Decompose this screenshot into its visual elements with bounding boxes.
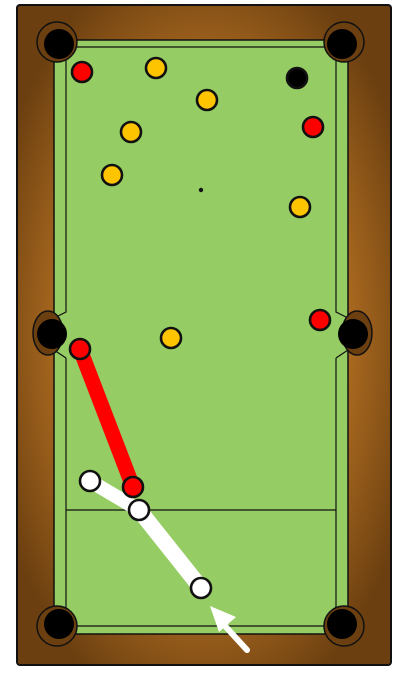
pocket-bottom-left [37,606,77,646]
yellow-ball-6 [161,328,181,348]
pocket-bottom-right [324,606,364,646]
cue-ball[interactable] [191,578,211,598]
yellow-ball-5 [290,197,310,217]
ghost-ball-contact [129,500,149,520]
table-spot [199,188,203,192]
yellow-ball-2 [197,90,217,110]
red-ball-2 [303,117,323,137]
red-ball-1 [72,62,92,82]
yellow-ball-3 [121,122,141,142]
pocket-top-left [37,22,77,62]
pocket-top-right [324,22,364,62]
red-ball-5 [123,477,143,497]
black-ball [287,68,307,88]
yellow-ball-1 [146,58,166,78]
red-ball-3 [310,310,330,330]
red-ball-4 [70,339,90,359]
yellow-ball-4 [102,165,122,185]
ghost-ball-deflection [80,471,100,491]
